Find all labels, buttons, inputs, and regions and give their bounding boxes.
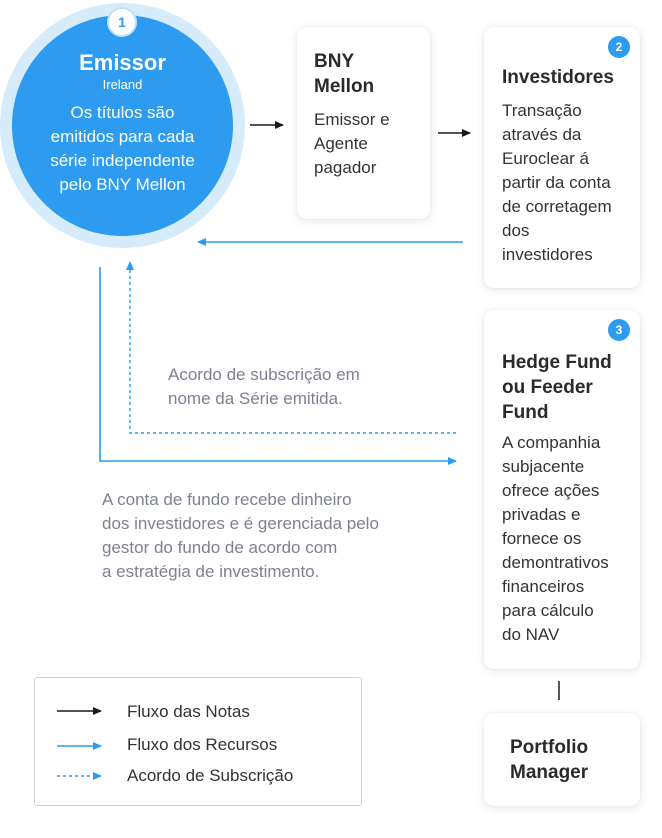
bny-mellon-title: BNY Mellon <box>314 49 374 99</box>
portfolio-manager-title-line: Manager <box>510 762 589 783</box>
subscription-note-line: Acordo de subscrição em <box>168 365 360 384</box>
hedge-fund-body-line: do NAV <box>502 625 560 644</box>
investors-body-line: investidores <box>502 245 593 264</box>
investors-body-line: Euroclear á <box>502 149 589 168</box>
issuer-description-line: pelo BNY Mellon <box>59 175 186 194</box>
issuer-step-badge: 1 <box>107 7 137 37</box>
hedge-fund-title: Hedge Fund ou Feeder Fund <box>502 350 612 425</box>
issuer-description-line: série independente <box>50 151 195 170</box>
subscription-note-line: nome da Série emitida. <box>168 389 343 408</box>
fund-account-note-line: dos investidores e é gerenciada pelo <box>102 514 379 533</box>
legend-funds-flow-label: Fluxo dos Recursos <box>127 735 278 754</box>
investors-body-line: partir da conta <box>502 173 611 192</box>
investors-body-line: Transação <box>502 101 582 120</box>
issuer-subtitle: Ireland <box>102 77 143 92</box>
issuer-description: Os títulos são emitidos para cada série … <box>12 101 233 197</box>
investors-title: Investidores <box>502 67 614 88</box>
bny-mellon-title-line: Mellon <box>314 76 375 97</box>
hedge-fund-title-line: Fund <box>502 402 549 423</box>
investors-body: Transação através da Euroclear á partir … <box>502 99 612 267</box>
portfolio-manager-title: Portfolio Manager <box>510 735 588 785</box>
hedge-fund-body-line: demontrativos <box>502 553 609 572</box>
bny-mellon-body: Emissor e Agente pagador <box>314 108 390 180</box>
hedge-fund-body-line: privadas e <box>502 505 581 524</box>
investors-body-line: dos <box>502 221 530 240</box>
hedge-fund-body-line: financeiros <box>502 577 585 596</box>
hedge-fund-title-line: ou Feeder <box>502 377 593 398</box>
hedge-fund-body-line: fornece os <box>502 529 582 548</box>
bny-mellon-card: BNY Mellon Emissor e Agente pagador <box>297 27 430 219</box>
legend-subscription-label: Acordo de Subscrição <box>127 766 294 785</box>
fund-account-note-line: A conta de fundo recebe dinheiro <box>102 490 352 509</box>
issuer-description-line: Os títulos são <box>70 103 175 122</box>
bny-mellon-body-line: Agente <box>314 134 368 153</box>
legend-swatches <box>57 707 102 780</box>
fund-account-note-line: a estratégia de investimento. <box>102 562 320 581</box>
bny-mellon-title-line: BNY <box>314 51 355 72</box>
subscription-note: Acordo de subscrição em nome da Série em… <box>168 363 360 411</box>
fund-account-note: A conta de fundo recebe dinheiro dos inv… <box>102 488 379 584</box>
investors-card: 2 Investidores Transação através da Euro… <box>484 27 640 288</box>
hedge-fund-body: A companhia subjacente ofrece ações priv… <box>502 431 609 647</box>
legend: Fluxo das Notas Fluxo dos Recursos Acord… <box>34 677 362 806</box>
portfolio-manager-title-line: Portfolio <box>510 737 589 758</box>
issuer-description-line: emitidos para cada <box>50 127 195 146</box>
bny-mellon-body-line: Emissor e <box>314 110 390 129</box>
hedge-fund-card: 3 Hedge Fund ou Feeder Fund A companhia … <box>484 310 640 669</box>
investors-body-line: de corretagem <box>502 197 612 216</box>
funds-flow-arrow-issuer-to-hedge-fund <box>99 267 457 465</box>
investors-step-badge: 2 <box>608 36 630 58</box>
hedge-fund-body-line: ofrece ações <box>502 481 600 500</box>
portfolio-manager-card: Portfolio Manager <box>484 713 640 806</box>
investors-body-line: através da <box>502 125 582 144</box>
hedge-fund-body-line: para cálculo <box>502 601 594 620</box>
hedge-fund-step-badge: 3 <box>608 319 630 341</box>
issuer-node: Emissor Ireland Os títulos são emitidos … <box>12 15 233 236</box>
legend-notes-flow-label: Fluxo das Notas <box>127 702 250 721</box>
bny-mellon-body-line: pagador <box>314 158 377 177</box>
issuer-title: Emissor <box>79 50 166 75</box>
subscription-agreement-arrow <box>126 261 456 434</box>
hedge-fund-body-line: subjacente <box>502 457 585 476</box>
hedge-fund-title-line: Hedge Fund <box>502 352 612 373</box>
hedge-fund-body-line: A companhia <box>502 433 601 452</box>
fund-account-note-line: gestor do fundo de acordo com <box>102 538 338 557</box>
